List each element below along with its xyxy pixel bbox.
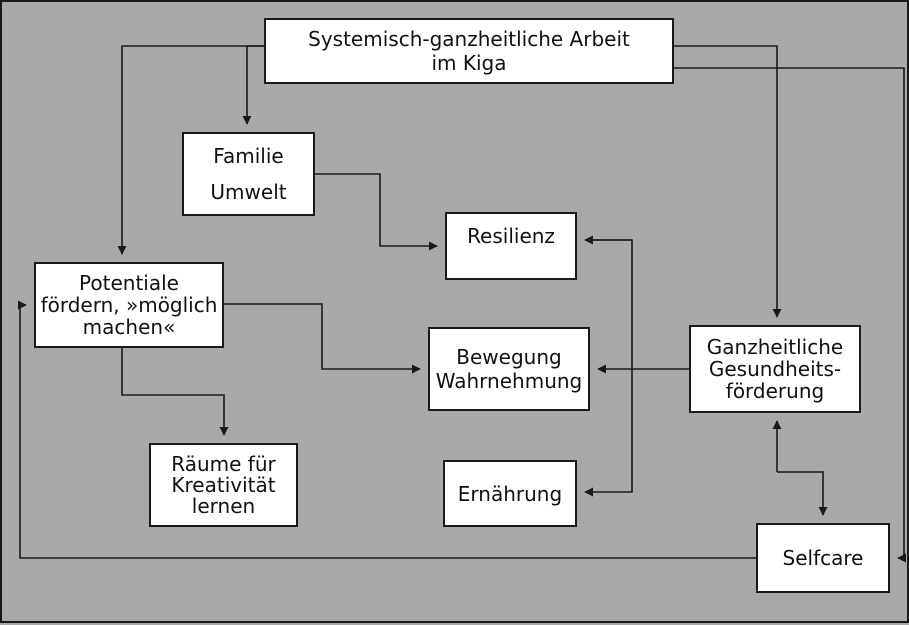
- edge-top-to-potentiale: [117, 45, 264, 255]
- node-potentiale-foerdern: Potentiale fördern, »möglich machen«: [34, 262, 224, 348]
- edge-ganzheitliche-selfcare-down: [777, 471, 828, 516]
- node-text: Resilienz: [467, 224, 555, 248]
- node-text: fördern, »möglich: [40, 293, 218, 317]
- node-text: lernen: [191, 493, 256, 518]
- node-text: Ernährung: [457, 481, 563, 506]
- node-text: machen«: [82, 315, 176, 339]
- node-text: Potentiale: [79, 271, 179, 295]
- node-selfcare: Selfcare: [756, 523, 890, 593]
- node-text: Kreativität: [171, 472, 276, 497]
- edge-top-to-familie: [247, 45, 264, 124]
- node-text: Systemisch-ganzheitliche Arbeit: [308, 27, 630, 51]
- node-text: Selfcare: [782, 546, 864, 570]
- node-resilienz: Resilienz: [445, 212, 577, 280]
- node-text: Umwelt: [210, 180, 287, 204]
- node-ganzheitliche-gesundheitsfoerderung: Ganzheitliche Gesundheits- förderung: [689, 325, 861, 413]
- node-text: Ganzheitliche: [706, 335, 844, 359]
- edge-top-to-ganzheitliche: [674, 45, 782, 318]
- node-text: Gesundheits-: [708, 357, 842, 381]
- edge-familie-to-resilienz: [315, 173, 438, 251]
- node-text: im Kiga: [431, 51, 507, 75]
- edge-top-to-selfcare: [674, 67, 907, 563]
- node-text: Familie: [213, 144, 284, 168]
- node-text: Wahrnehmung: [435, 369, 583, 393]
- node-ernaehrung: Ernährung: [443, 460, 577, 527]
- edge-potentiale-to-bewegung: [224, 303, 421, 374]
- edge-potentiale-to-raeume: [121, 348, 229, 436]
- edge-selfcare-to-potentiale: [17, 300, 756, 559]
- node-text: förderung: [725, 379, 825, 403]
- edge-right-bracket: [584, 239, 633, 497]
- node-text: Bewegung: [456, 345, 562, 369]
- node-familie-umwelt: Familie Umwelt: [182, 132, 315, 216]
- node-bewegung-wahrnehmung: Bewegung Wahrnehmung: [428, 327, 590, 411]
- node-text: Räume für: [171, 451, 276, 476]
- node-systemisch-ganzheitliche-arbeit: Systemisch-ganzheitliche Arbeit im Kiga: [264, 18, 674, 84]
- node-raeume-fuer-kreativitaet: Räume für Kreativität lernen: [149, 443, 298, 527]
